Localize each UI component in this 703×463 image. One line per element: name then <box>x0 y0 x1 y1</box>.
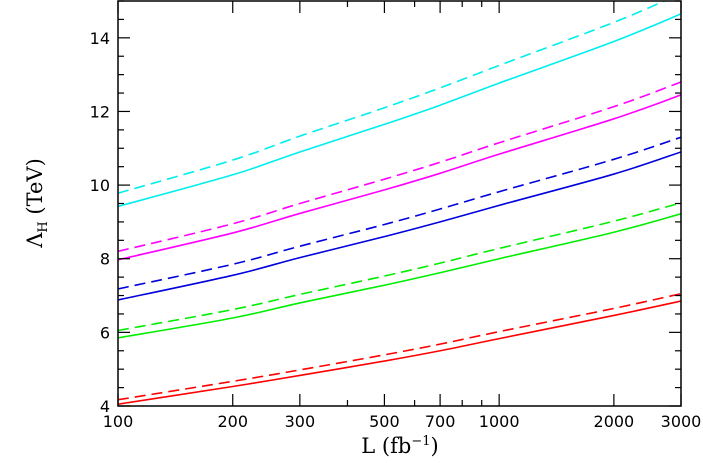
series-line-6 <box>118 136 681 290</box>
x-tick-label: 2000 <box>594 412 635 431</box>
plot-frame <box>117 0 682 407</box>
x-axis-title: L (fb−1) <box>361 434 438 458</box>
series-line-1 <box>118 300 681 405</box>
series-line-3 <box>118 213 681 339</box>
x-tick-label: 3000 <box>661 412 702 431</box>
series-line-8 <box>118 81 681 253</box>
y-tick-label: 12 <box>90 102 110 121</box>
tick-layer <box>117 0 682 407</box>
x-tick-label: 300 <box>285 412 316 431</box>
label-layer: 100 200 300 500 700 1000 2000 3000 4 6 8 10 12 14 <box>90 29 702 431</box>
y-tick-label: 4 <box>100 397 110 416</box>
series-line-4 <box>118 201 681 332</box>
x-tick-label: 1000 <box>479 412 520 431</box>
series-layer <box>118 1 681 405</box>
x-tick-label: 100 <box>103 412 134 431</box>
x-tick-label: 200 <box>217 412 248 431</box>
y-tick-label: 14 <box>90 29 110 48</box>
y-tick-label: 10 <box>90 176 110 195</box>
series-line-7 <box>118 94 681 261</box>
y-tick-label: 8 <box>100 250 110 269</box>
x-tick-label: 500 <box>369 412 400 431</box>
series-line-9 <box>118 13 681 208</box>
series-line-2 <box>118 292 681 401</box>
y-axis-title: ΛH (TeV) <box>23 158 51 249</box>
y-tick-label: 6 <box>100 323 110 342</box>
series-line-5 <box>118 151 681 301</box>
series-line-10 <box>118 1 667 194</box>
x-tick-label: 700 <box>425 412 456 431</box>
